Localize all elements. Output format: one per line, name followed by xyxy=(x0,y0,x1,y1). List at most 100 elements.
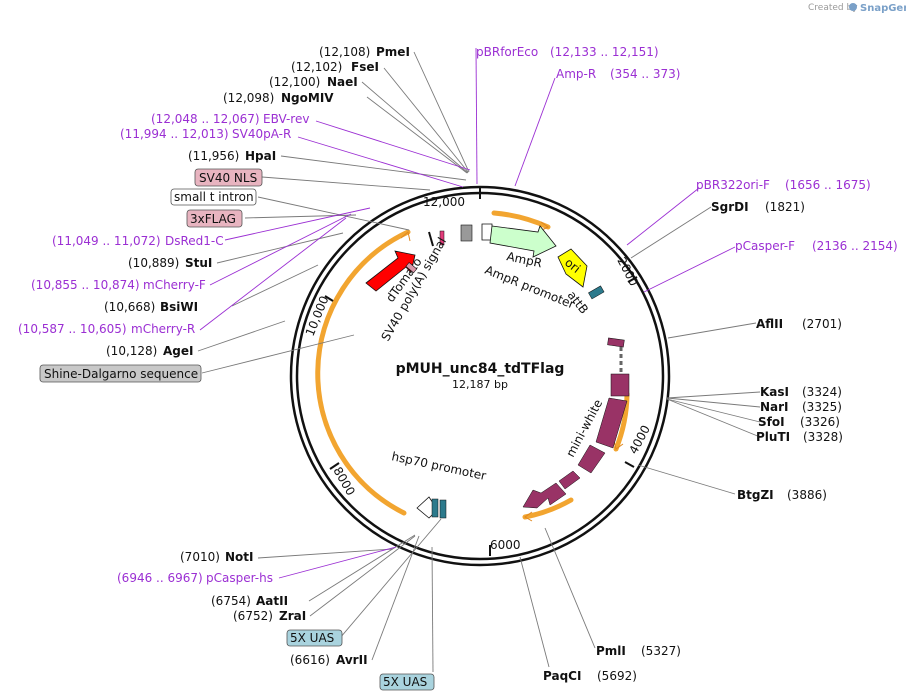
mini-white-exon[interactable] xyxy=(607,337,625,348)
mini-white-orf-arc-2[interactable] xyxy=(522,497,574,520)
fsei-label[interactable]: FseI xyxy=(351,60,379,74)
pbrforeco-pos: (12,133 .. 12,151) xyxy=(550,45,659,59)
dtomato-orf-arc[interactable] xyxy=(315,229,411,516)
hpai-pos: (11,956) xyxy=(188,149,239,163)
agei-label[interactable]: AgeI xyxy=(163,344,193,358)
sv40-nls-label: SV40 NLS xyxy=(199,171,257,185)
stui-pos: (10,889) xyxy=(128,256,179,270)
plasmid-name: pMUH_unc84_tdTFlag xyxy=(396,361,565,377)
dtomato-feature[interactable] xyxy=(365,250,416,292)
pmli-pos: (5327) xyxy=(641,644,681,658)
hpai-label[interactable]: HpaI xyxy=(245,149,276,163)
ebv-rev-label[interactable]: EBV-rev xyxy=(263,112,309,126)
naei-pos: (12,100) xyxy=(269,75,320,89)
sv40-polya-feature[interactable] xyxy=(460,224,473,242)
primer-leader-lines xyxy=(199,47,736,579)
bottom-labels: (7010) NotI (6946 .. 6967) pCasper-hs (6… xyxy=(117,550,681,691)
nls-feature[interactable] xyxy=(405,262,418,274)
pmei-pos: (12,108) xyxy=(319,45,370,59)
sv40-nls-box[interactable] xyxy=(194,168,263,187)
leader-lines xyxy=(197,51,761,673)
kasi-pos: (3324) xyxy=(802,385,842,399)
fsei-pos: (12,102) xyxy=(291,60,342,74)
pcasper-hs-label[interactable]: pCasper-hs xyxy=(206,571,273,585)
nari-label[interactable]: NarI xyxy=(760,400,789,414)
ngomiv-label[interactable]: NgoMIV xyxy=(281,91,334,105)
sgrdi-pos: (1821) xyxy=(765,200,805,214)
ampr-promoter-label: AmpR promoter xyxy=(483,263,577,312)
dsred1-c-pos: (11,049 .. 11,072) xyxy=(52,234,161,248)
naei-label[interactable]: NaeI xyxy=(327,75,358,89)
tick-label-6000: 6000 xyxy=(490,538,521,552)
mcherry-f-label[interactable]: mCherry-F xyxy=(143,278,206,292)
3xflag-box[interactable] xyxy=(186,209,243,228)
plasmid-length: 12,187 bp xyxy=(452,378,508,391)
small-t-intron-label: small t intron xyxy=(174,190,254,204)
mini-white-exon[interactable] xyxy=(558,470,581,490)
kasi-label[interactable]: KasI xyxy=(760,385,789,399)
agei-pos: (10,128) xyxy=(106,344,157,358)
mini-white-exon[interactable] xyxy=(595,397,628,449)
orf-arcs xyxy=(315,210,630,520)
pluti-label[interactable]: PluTI xyxy=(756,430,790,444)
snapgene-credit: Created by SnapGene xyxy=(808,3,906,14)
aflii-label[interactable]: AflII xyxy=(756,317,783,331)
hsp70-promoter-feature[interactable] xyxy=(416,496,434,519)
uas-feature-2[interactable] xyxy=(439,499,447,519)
top-labels: pBRforEco (12,133 .. 12,151) Amp-R (354 … xyxy=(476,45,680,81)
small-t-intron-box[interactable] xyxy=(170,188,257,206)
pmli-label[interactable]: PmlI xyxy=(596,644,626,658)
mini-white-orf-arc[interactable] xyxy=(613,391,630,452)
mini-white-exon[interactable] xyxy=(577,444,606,474)
stui-label[interactable]: StuI xyxy=(185,256,212,270)
5x-uas-box-1[interactable] xyxy=(286,629,343,647)
zrai-pos: (6752) xyxy=(233,609,273,623)
ngomiv-pos: (12,098) xyxy=(223,91,274,105)
attb-feature[interactable] xyxy=(588,285,605,300)
btgzi-label[interactable]: BtgZI xyxy=(737,488,774,502)
aatii-label[interactable]: AatII xyxy=(256,594,288,608)
sfoi-pos: (3326) xyxy=(800,415,840,429)
arrowhead-icon xyxy=(524,511,533,522)
noti-pos: (7010) xyxy=(180,550,220,564)
hsp70-label: hsp70 promoter xyxy=(390,449,487,483)
paqci-label[interactable]: PaqCI xyxy=(543,669,581,683)
btgzi-pos: (3886) xyxy=(787,488,827,502)
tick-label-12000: 12,000 xyxy=(423,195,465,209)
ampr-feature[interactable] xyxy=(489,225,557,258)
ori-feature[interactable] xyxy=(557,248,588,288)
pbr322ori-f-label[interactable]: pBR322ori-F xyxy=(696,178,770,192)
sv40pa-r-label[interactable]: SV40pA-R xyxy=(232,127,291,141)
mcherry-r-label[interactable]: mCherry-R xyxy=(131,322,195,336)
zrai-label[interactable]: ZraI xyxy=(279,609,306,623)
shine-dalgarno-box[interactable] xyxy=(39,364,202,383)
credit-prefix: Created by xyxy=(808,3,858,13)
dsred1-c-label[interactable]: DsRed1-C xyxy=(165,234,224,248)
bsiwi-label[interactable]: BsiWI xyxy=(160,300,198,314)
pbrforeco-label[interactable]: pBRforEco xyxy=(476,45,538,59)
pmei-label[interactable]: PmeI xyxy=(376,45,410,59)
arrowhead-icon xyxy=(400,231,411,242)
mini-white-exon[interactable] xyxy=(610,373,630,397)
pcasper-f-label[interactable]: pCasper-F xyxy=(735,239,795,253)
pluti-pos: (3328) xyxy=(803,430,843,444)
uas-feature-1[interactable] xyxy=(431,498,439,518)
ampr-orf-arc[interactable] xyxy=(491,210,551,230)
noti-label[interactable]: NotI xyxy=(225,550,254,564)
intron-feature[interactable] xyxy=(439,230,445,246)
right-labels: pBR322ori-F (1656 .. 1675) SgrDI (1821) … xyxy=(696,178,898,502)
credit-app: SnapGene xyxy=(860,3,906,14)
5x-uas-box-2[interactable] xyxy=(379,673,435,691)
sv40-mark xyxy=(428,231,434,247)
nari-pos: (3325) xyxy=(802,400,842,414)
avrii-label[interactable]: AvrII xyxy=(336,653,368,667)
avrii-pos: (6616) xyxy=(290,653,330,667)
5x-uas-label-1: 5X UAS xyxy=(290,631,334,645)
amp-r-label[interactable]: Amp-R xyxy=(556,67,596,81)
mini-white-arrow[interactable] xyxy=(522,482,567,509)
sfoi-label[interactable]: SfoI xyxy=(758,415,785,429)
amp-r-pos: (354 .. 373) xyxy=(610,67,680,81)
sgrdi-label[interactable]: SgrDI xyxy=(711,200,749,214)
3xflag-label: 3xFLAG xyxy=(190,212,236,226)
